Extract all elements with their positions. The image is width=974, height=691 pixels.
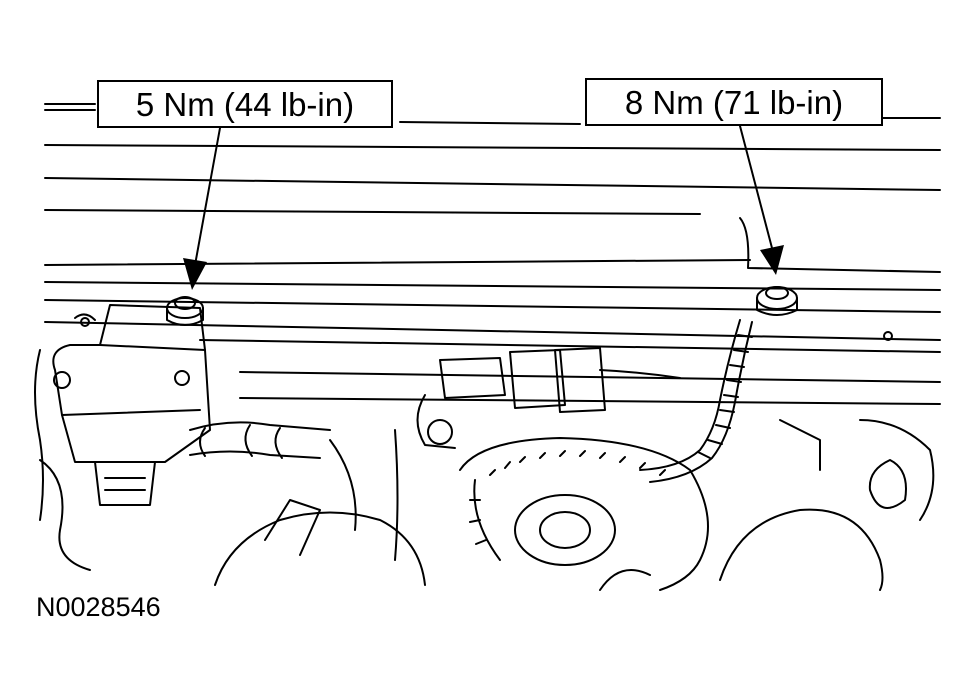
torque-callout-left: 5 Nm (44 lb-in) — [97, 80, 393, 128]
vacuum-hose — [189, 421, 331, 459]
electrical-connector — [416, 347, 681, 449]
torque-label-right: 8 Nm (71 lb-in) — [624, 83, 844, 121]
manifold-rail — [44, 313, 941, 405]
torque-label-left: 5 Nm (44 lb-in) — [135, 85, 355, 123]
callout-leaders — [194, 125, 773, 266]
figure-number: N0028546 — [36, 592, 161, 622]
lower-engine-outlines — [214, 419, 935, 591]
alternator — [459, 437, 709, 591]
left-bolt — [166, 296, 204, 326]
right-arrowhead — [760, 245, 784, 275]
left-arrowhead — [183, 258, 207, 290]
right-bolt — [756, 286, 798, 316]
torque-callout-right: 8 Nm (71 lb-in) — [585, 78, 883, 126]
left-sensor-bracket — [34, 304, 211, 571]
ground-wire — [639, 319, 753, 483]
upper-panel-lines — [44, 103, 941, 313]
